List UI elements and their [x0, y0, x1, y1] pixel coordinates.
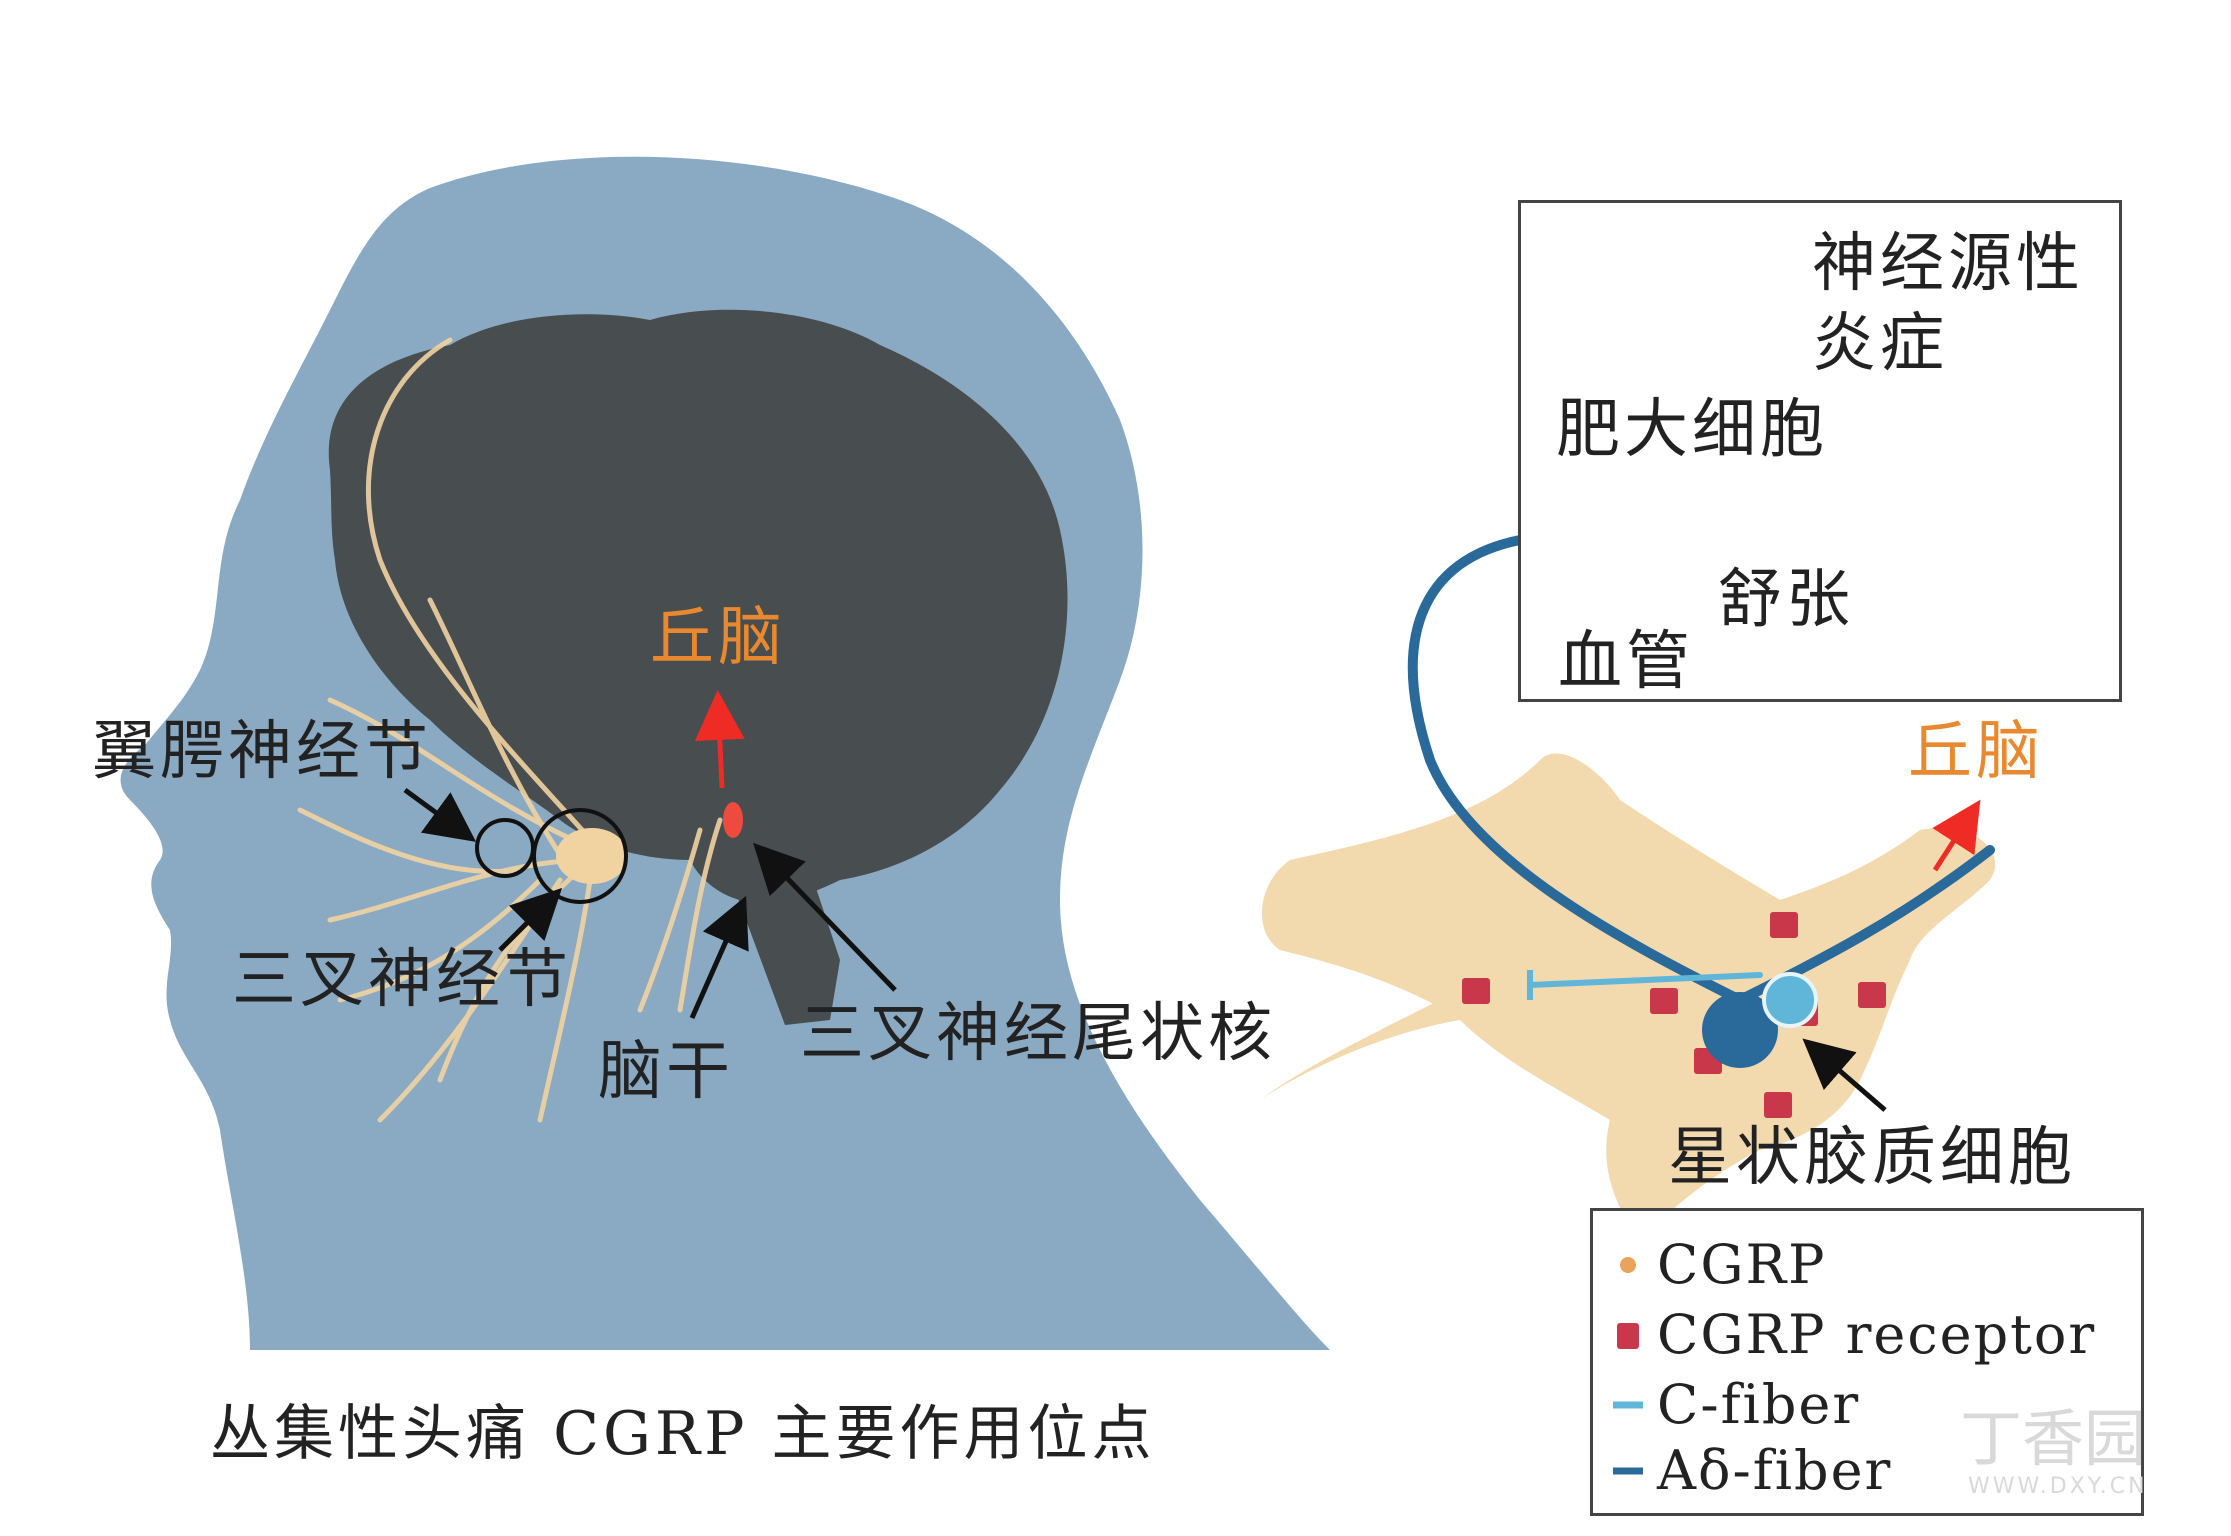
- receptor-icon: [1617, 1322, 1639, 1349]
- trigeminal-ganglion-shape: [556, 828, 628, 884]
- label-brainstem: 脑干: [598, 1035, 734, 1109]
- c-fiber-line-icon: [1613, 1401, 1643, 1408]
- pointer-tnc: [753, 842, 897, 992]
- pointer-trigeminal-ganglion: [498, 887, 563, 952]
- label-mast-cell: 肥大细胞: [1556, 393, 1828, 467]
- label-neurogenic-inflammation-1: 神经源性: [1812, 227, 2084, 301]
- legend: CGRP CGRP receptor C-fiber Aδ-fiber: [1590, 1208, 2144, 1516]
- neuron-cell: [1702, 992, 1778, 1068]
- legend-label: CGRP receptor: [1657, 1303, 2097, 1366]
- legend-item-adelta-fiber: Aδ-fiber: [1613, 1439, 1892, 1502]
- label-blood-vessel: 血管: [1558, 625, 1694, 699]
- receptor-marks: [1462, 912, 1886, 1118]
- legend-label: Aδ-fiber: [1657, 1439, 1893, 1502]
- label-thalamus-left: 丘脑: [650, 601, 786, 675]
- brainstem-shape: [720, 840, 840, 1025]
- thalamus-arrow-left: [694, 690, 745, 789]
- watermark-url: WWW.DXY.CN: [1968, 1474, 2148, 1499]
- adelta-fiber-line-icon: [1613, 1467, 1643, 1474]
- pointer-astrocyte: [1802, 1038, 1887, 1112]
- watermark-brand: 丁香园: [1960, 1402, 2147, 1475]
- label-dilation: 舒张: [1718, 563, 1854, 637]
- inset-panel: [1518, 200, 2122, 702]
- pointer-brainstem: [689, 895, 749, 1020]
- label-neurogenic-inflammation-2: 炎症: [1812, 307, 1948, 381]
- legend-label: C-fiber: [1657, 1373, 1861, 1436]
- legend-item-receptor: CGRP receptor: [1613, 1303, 2096, 1366]
- legend-item-c-fiber: C-fiber: [1613, 1373, 1860, 1436]
- adelta-fiber: [1407, 535, 1995, 1006]
- label-thalamus-right: 丘脑: [1908, 715, 2044, 789]
- tissue-background: [1261, 753, 1996, 1240]
- label-astrocyte: 星状胶质细胞: [1668, 1121, 2076, 1195]
- cgrp-dot-icon: [1620, 1256, 1636, 1273]
- pointer-pterygopalatine: [403, 787, 477, 842]
- tnc-marker: [723, 802, 743, 838]
- tissue-branch: [1260, 1000, 1460, 1100]
- label-tnc: 三叉神经尾状核: [800, 997, 1276, 1071]
- legend-label: CGRP: [1657, 1233, 1827, 1296]
- label-pterygopalatine-ganglion: 翼腭神经节: [92, 715, 432, 789]
- c-fiber: [1527, 972, 1763, 988]
- label-trigeminal-ganglion: 三叉神经节: [232, 943, 572, 1017]
- figure-caption: 丛集性头痛 CGRP 主要作用位点: [210, 1399, 1156, 1469]
- astrocyte-cell: [1762, 972, 1818, 1028]
- thalamus-arrow-right: [1932, 799, 1981, 872]
- legend-item-cgrp: CGRP: [1613, 1233, 1826, 1296]
- cranial-nerves: [297, 337, 723, 1123]
- trigeminal-ganglion-circle: [532, 808, 628, 904]
